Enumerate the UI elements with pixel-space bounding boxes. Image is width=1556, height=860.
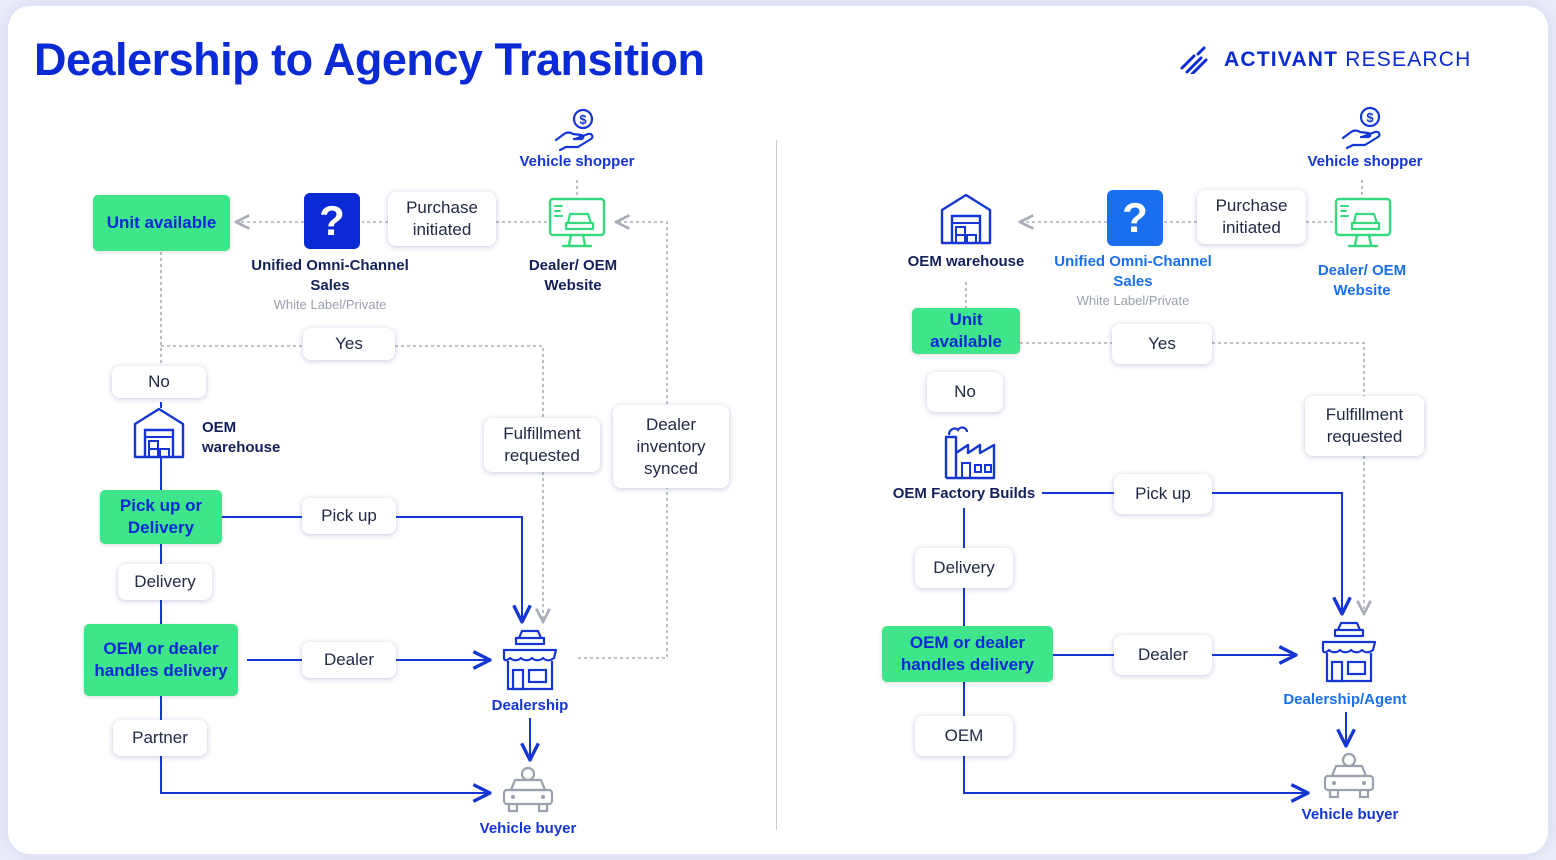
unit-available-box: Unit available xyxy=(93,195,230,251)
brand-name: ACTIVANT RESEARCH xyxy=(1224,48,1472,71)
dealer-oem-website-label: Dealer/ OEM Website xyxy=(528,257,618,294)
purchase-initiated-chip: Purchase initiated xyxy=(388,192,496,246)
svg-text:$: $ xyxy=(579,112,587,127)
activant-logo-icon xyxy=(1180,46,1208,74)
factory-icon xyxy=(944,426,996,480)
question-icon: ? xyxy=(304,193,360,249)
unified-omni-channel-label: Unified Omni-Channel Sales xyxy=(1054,253,1212,290)
canvas-frame xyxy=(8,6,1548,854)
dealer-chip: Dealer xyxy=(302,642,396,678)
dealership-label: Dealership xyxy=(491,697,569,714)
pickup-chip: Pick up xyxy=(1114,474,1212,514)
purchase-initiated-chip: Purchase initiated xyxy=(1197,190,1306,244)
fulfillment-requested-chip: Fulfillment requested xyxy=(484,418,600,472)
oem-chip: OEM xyxy=(915,716,1013,756)
dealership-agent-label: Dealership/Agent xyxy=(1283,691,1407,708)
dealer-inventory-synced-chip: Dealer inventory synced xyxy=(613,405,729,488)
vehicle-buyer-label: Vehicle buyer xyxy=(479,820,577,837)
pickup-chip: Pick up xyxy=(302,498,396,534)
dealership-store-icon xyxy=(502,629,558,691)
hand-dollar-icon: $ xyxy=(554,108,594,152)
monitor-car-icon xyxy=(548,197,606,248)
car-buyer-icon xyxy=(502,766,554,813)
panel-divider xyxy=(776,140,777,830)
brand-logo: ACTIVANT RESEARCH xyxy=(1180,46,1472,74)
no-chip: No xyxy=(112,366,206,398)
white-label-sublabel: White Label/Private xyxy=(1076,293,1190,308)
unified-omni-channel-label: Unified Omni-Channel Sales xyxy=(251,257,409,294)
question-icon: ? xyxy=(1107,190,1163,246)
oem-or-dealer-handles-delivery-box: OEM or dealer handles delivery xyxy=(84,624,238,696)
oem-or-dealer-handles-delivery-box: OEM or dealer handles delivery xyxy=(882,626,1053,682)
pickup-or-delivery-box: Pick up or Delivery xyxy=(100,490,222,544)
fulfillment-requested-chip: Fulfillment requested xyxy=(1305,396,1424,456)
vehicle-shopper-label: Vehicle shopper xyxy=(519,153,635,170)
white-label-sublabel: White Label/Private xyxy=(273,297,387,312)
delivery-chip: Delivery xyxy=(118,564,212,600)
no-chip: No xyxy=(927,372,1003,412)
partner-chip: Partner xyxy=(113,720,207,756)
car-buyer-icon xyxy=(1323,752,1375,799)
oem-warehouse-label: OEM warehouse xyxy=(907,253,1025,270)
oem-factory-builds-label: OEM Factory Builds xyxy=(892,485,1036,502)
vehicle-buyer-label: Vehicle buyer xyxy=(1301,806,1399,823)
dealer-chip: Dealer xyxy=(1114,635,1212,675)
warehouse-icon xyxy=(940,193,992,245)
page-title: Dealership to Agency Transition xyxy=(34,34,705,85)
yes-chip: Yes xyxy=(1112,324,1212,364)
delivery-chip: Delivery xyxy=(915,548,1013,588)
warehouse-icon xyxy=(133,407,185,459)
dealer-oem-website-label: Dealer/ OEM Website xyxy=(1317,262,1407,299)
svg-text:$: $ xyxy=(1366,110,1374,125)
unit-available-box: Unit available xyxy=(912,308,1020,354)
monitor-car-icon xyxy=(1334,197,1392,248)
oem-warehouse-label: OEM warehouse xyxy=(202,419,281,456)
yes-chip: Yes xyxy=(303,328,395,360)
hand-dollar-icon: $ xyxy=(1341,106,1381,150)
dealership-store-icon xyxy=(1321,621,1377,683)
vehicle-shopper-label: Vehicle shopper xyxy=(1307,153,1423,170)
